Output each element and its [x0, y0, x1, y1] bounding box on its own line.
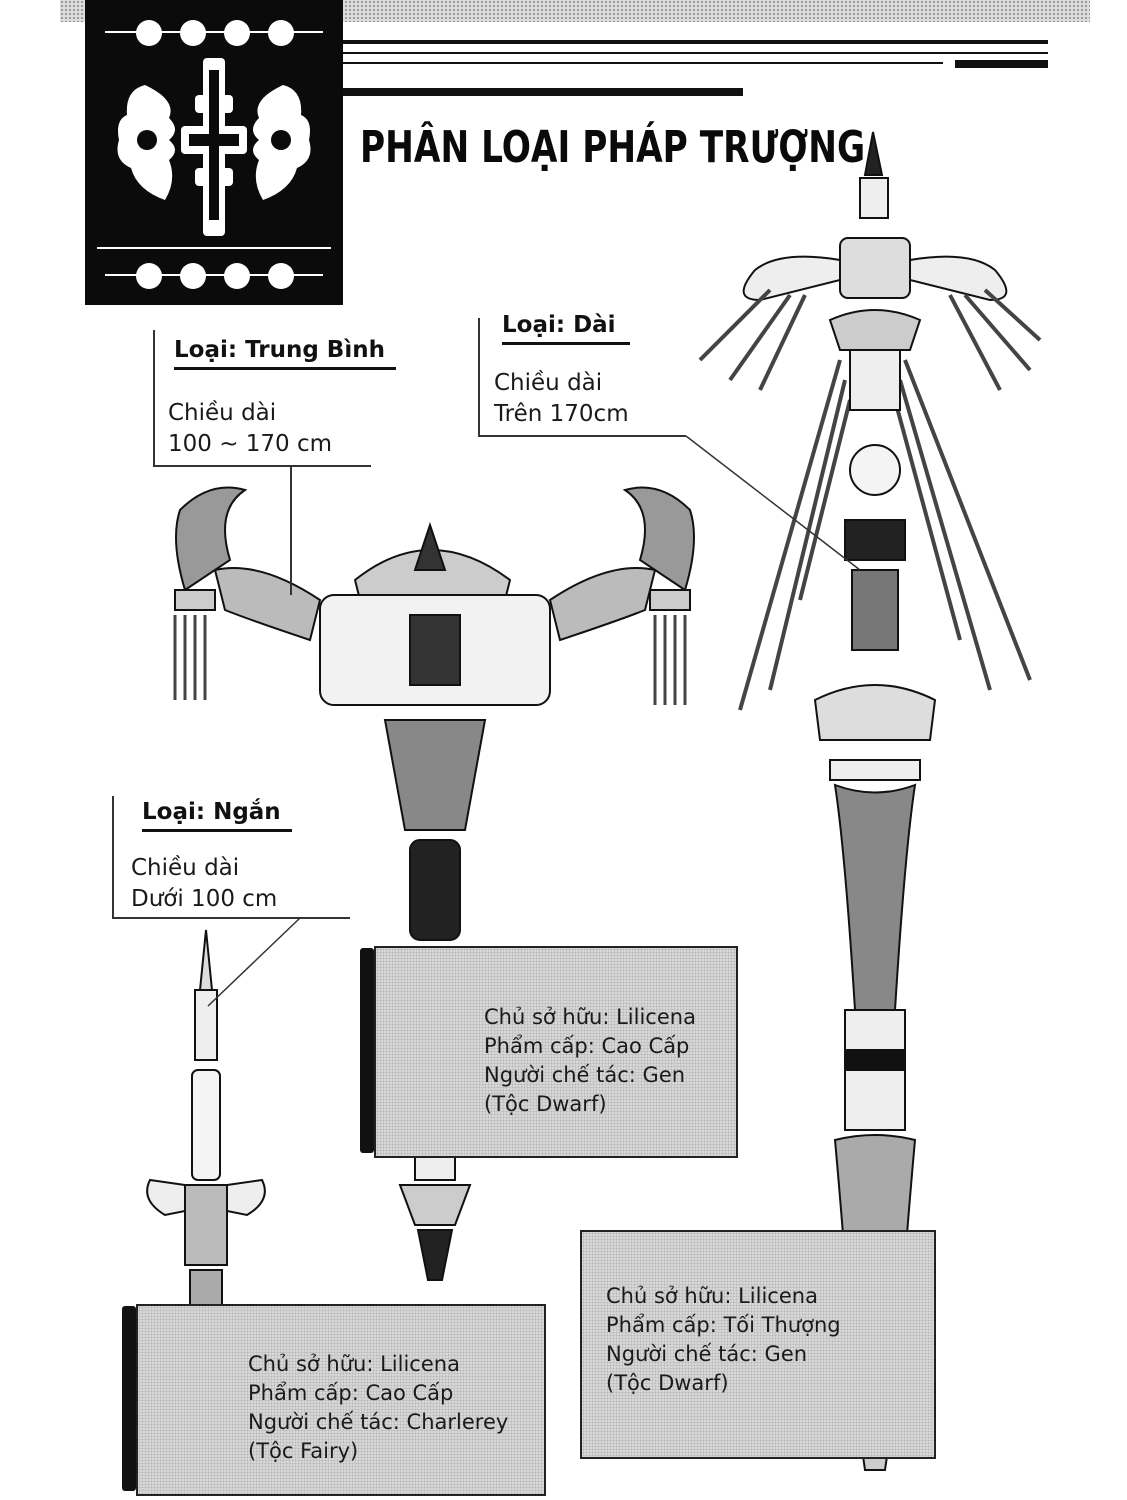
long-pointer-line — [685, 435, 861, 571]
short-info-card: Chủ sở hữu: Lilicena Phẩm cấp: Cao Cấp N… — [136, 1304, 546, 1496]
medium-card-owner: Chủ sở hữu: Lilicena — [484, 1005, 696, 1029]
long-length-value: Trên 170cm — [494, 401, 629, 427]
short-type-name: Loại: Ngắn — [142, 799, 281, 825]
medium-type-name: Loại: Trung Bình — [174, 337, 385, 363]
short-label-vbar — [112, 796, 114, 918]
medium-pointer-line — [290, 465, 292, 595]
short-card-grade: Phẩm cấp: Cao Cấp — [248, 1381, 454, 1405]
medium-card-grade: Phẩm cấp: Cao Cấp — [484, 1034, 690, 1058]
medium-info-card: Chủ sở hữu: Lilicena Phẩm cấp: Cao Cấp N… — [374, 946, 738, 1158]
medium-card-race: (Tộc Dwarf) — [484, 1092, 607, 1116]
header-rule-3 — [343, 62, 943, 64]
short-type-underline — [142, 829, 292, 832]
emblem-ornament-icon — [97, 20, 331, 289]
long-label-vbar — [478, 318, 480, 436]
header-rule-2 — [343, 52, 1048, 54]
medium-type-underline — [174, 367, 396, 370]
short-label-hbar — [112, 917, 350, 919]
medium-card-scroll-edge — [360, 948, 374, 1153]
short-card-owner: Chủ sở hữu: Lilicena — [248, 1352, 460, 1376]
long-card-owner: Chủ sở hữu: Lilicena — [606, 1284, 818, 1308]
header-rule-5 — [343, 88, 743, 96]
medium-label-hbar — [153, 465, 371, 467]
short-card-scroll-edge — [122, 1306, 136, 1491]
long-length-label: Chiều dài — [494, 370, 603, 396]
page-title: PHÂN LOẠI PHÁP TRƯỢNG — [360, 122, 866, 173]
header-rule-1 — [343, 40, 1048, 44]
medium-length-label: Chiều dài — [168, 400, 277, 426]
medium-card-maker: Người chế tác: Gen — [484, 1063, 686, 1087]
short-type-label: Loại: Ngắn — [142, 799, 292, 832]
long-card-race: (Tộc Dwarf) — [606, 1371, 729, 1395]
long-card-maker: Người chế tác: Gen — [606, 1342, 808, 1366]
medium-type-label: Loại: Trung Bình — [174, 337, 396, 370]
medium-length-value: 100 ~ 170 cm — [168, 431, 333, 457]
short-length-value: Dưới 100 cm — [131, 886, 278, 912]
short-card-maker: Người chế tác: Charlerey — [248, 1410, 509, 1434]
long-type-underline — [502, 342, 630, 345]
long-type-label: Loại: Dài — [502, 312, 630, 345]
medium-label-vbar — [153, 330, 155, 467]
long-label-hbar — [478, 435, 686, 437]
header-rule-4 — [955, 60, 1048, 68]
long-type-name: Loại: Dài — [502, 312, 616, 338]
emblem-banner — [85, 0, 343, 305]
short-length-label: Chiều dài — [131, 855, 240, 881]
long-card-grade: Phẩm cấp: Tối Thượng — [606, 1313, 841, 1337]
short-card-race: (Tộc Fairy) — [248, 1439, 359, 1463]
short-pointer-line — [207, 917, 301, 1007]
long-info-card: Chủ sở hữu: Lilicena Phẩm cấp: Tối Thượn… — [580, 1230, 936, 1459]
